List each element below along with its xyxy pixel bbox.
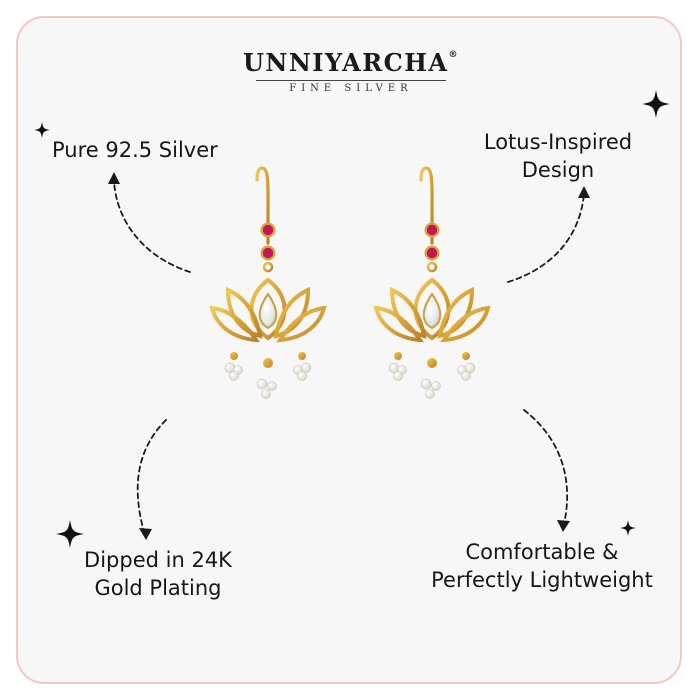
- brand-name: UNNIYARCHA®: [18, 48, 680, 77]
- brand-tagline: FINE SILVER: [289, 83, 413, 94]
- arrow-bottom-left-icon: [136, 419, 167, 533]
- sparkle-icon: [620, 520, 636, 536]
- brand-divider: [256, 80, 446, 81]
- illustration-layer: [34, 90, 670, 560]
- feature-comfort-line2: Perfectly Lightweight: [431, 568, 653, 592]
- feature-comfort: Comfortable & Perfectly Lightweight: [404, 538, 680, 594]
- feature-plating-line1: Dipped in 24K: [84, 548, 232, 572]
- feature-design-line2: Design: [521, 158, 595, 182]
- sparkle-icon: [56, 520, 84, 548]
- registered-mark: ®: [448, 50, 460, 60]
- feature-silver: Pure 92.5 Silver: [52, 136, 218, 164]
- sparkle-icon: [642, 90, 670, 118]
- feature-silver-text: Pure 92.5 Silver: [52, 138, 218, 162]
- left-earring-image: [210, 166, 326, 560]
- feature-plating: Dipped in 24K Gold Plating: [58, 546, 258, 602]
- product-card: UNNIYARCHA® FINE SILVER Pure 92.5 Silver…: [16, 16, 682, 684]
- right-earring-image: [374, 166, 490, 560]
- feature-comfort-line1: Comfortable &: [465, 540, 619, 564]
- arrow-bottom-right-icon: [523, 409, 568, 525]
- sparkle-icon: [34, 122, 50, 138]
- brand-logo: UNNIYARCHA® FINE SILVER: [18, 48, 680, 94]
- feature-design-line1: Lotus-Inspired: [483, 130, 633, 154]
- arrow-top-right-icon: [507, 193, 585, 283]
- brand-name-text: UNNIYARCHA: [242, 48, 449, 77]
- arrow-top-left-icon: [113, 179, 191, 273]
- feature-design: Lotus-Inspired Design: [458, 128, 658, 184]
- feature-plating-line2: Gold Plating: [94, 576, 222, 600]
